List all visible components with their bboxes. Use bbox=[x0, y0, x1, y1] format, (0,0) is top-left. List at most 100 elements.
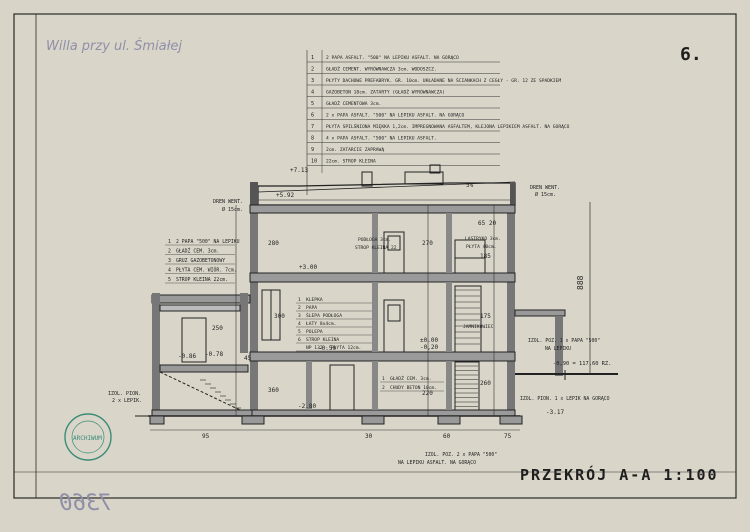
spec-number: 1 bbox=[311, 55, 314, 61]
vent-left-size: Ø 15cm. bbox=[222, 206, 243, 213]
stamp-text: ARCHIWUM bbox=[73, 435, 102, 442]
spec-number: 9 bbox=[311, 147, 314, 153]
inventory-number: 7360 bbox=[59, 491, 112, 516]
spec-text: GAZOBETON 18cm. ZATARTY (GŁADŹ WYRÓWNAWC… bbox=[326, 88, 445, 96]
dim-h250: 250 bbox=[212, 325, 223, 332]
archive-stamp: ARCHIWUM bbox=[64, 413, 112, 461]
dim-top-a: +7.13 bbox=[290, 167, 308, 174]
basement-spec-number: 1 bbox=[382, 376, 385, 382]
izol-right-a2: NA LEPIKU bbox=[545, 346, 571, 352]
dim-minus-050: -0.50 bbox=[318, 345, 336, 352]
podloga-label: PODŁOGA 3cm. bbox=[358, 237, 391, 243]
izol-left-2: 2 x LEPIK. bbox=[112, 398, 142, 404]
floor-spec-text: ŚLEPA PODŁOGA bbox=[306, 312, 342, 319]
dim-h185: 185 bbox=[480, 253, 491, 260]
spec-number: 10 bbox=[311, 159, 317, 165]
basement-spec-text: CHUDY BETON 10cm. bbox=[390, 385, 437, 391]
izol-bottom: IZOL. POZ. 2 x PAPA "500" bbox=[425, 452, 497, 458]
foundation-footings bbox=[149, 415, 523, 425]
spec-number: 2 bbox=[311, 67, 314, 73]
dim-h280: 280 bbox=[268, 240, 279, 247]
floor-spec-number: 3 bbox=[298, 313, 301, 319]
dim-zero-b: -0,20 bbox=[420, 344, 438, 351]
chimney-right bbox=[404, 171, 444, 185]
floor-spec-text: KLEPKA bbox=[306, 297, 323, 303]
floor-spec-text: POLEPA bbox=[306, 329, 323, 335]
staircase bbox=[200, 285, 482, 411]
left-spec-text: GRUZ GAZOBETONOWY bbox=[176, 258, 225, 264]
left-spec-text: PŁYTA CEM. WIÓR. 7cm. bbox=[176, 267, 237, 274]
door-basement bbox=[329, 364, 355, 411]
floor-spec-number: 2 bbox=[298, 305, 301, 311]
building-section bbox=[200, 204, 516, 417]
dim-h220: 220 bbox=[422, 390, 433, 397]
sheet-number: 6. bbox=[680, 44, 702, 65]
vent-right-size: Ø 15cm. bbox=[535, 191, 556, 198]
dim-h300: 300 bbox=[274, 313, 285, 320]
layer-spec-table: 1 2 PAPA ASFALT. "500" NA LEPIKU ASFALT. … bbox=[306, 50, 570, 173]
spec-number: 3 bbox=[311, 78, 314, 84]
dim-w75: 75 bbox=[504, 433, 512, 440]
izol-left: IZOL. PION. bbox=[108, 391, 141, 397]
left-spec-number: 3 bbox=[168, 258, 171, 264]
floor-spec-text: ŁATY 8x4cm. bbox=[305, 321, 336, 327]
spec-number: 6 bbox=[311, 113, 314, 119]
dim-h270: 270 bbox=[422, 240, 433, 247]
floor-spec-text: NP 132 - PŁYTA 12cm. bbox=[306, 345, 361, 351]
right-terrace bbox=[514, 309, 618, 380]
left-spec-number: 4 bbox=[168, 268, 171, 274]
dim-minus-078: -0.78 bbox=[205, 351, 223, 358]
left-spec-number: 5 bbox=[168, 277, 171, 283]
dim-zero: ±0.00 bbox=[420, 337, 438, 344]
spec-text: PŁYTA SPILŚNIONA MIĘKKA 1,2cm. IMPREGNOW… bbox=[326, 123, 570, 130]
spec-number: 4 bbox=[311, 90, 314, 96]
dim-h175: 175 bbox=[480, 313, 491, 320]
dim-h45: 45 bbox=[244, 355, 252, 362]
strop-kleina-label: STROP KLEINA 22 bbox=[355, 245, 397, 251]
dim-w95: 95 bbox=[202, 433, 210, 440]
floor-spec-number: 6 bbox=[298, 337, 301, 343]
left-spec-number: 2 bbox=[168, 249, 171, 255]
jamnik-label: JAMNIKOWIEC bbox=[463, 324, 494, 330]
floor-spec-text: STROP KLEINA bbox=[306, 337, 339, 343]
spec-number: 5 bbox=[311, 101, 314, 107]
dim-minus-086: -0.86 bbox=[178, 353, 196, 360]
left-spec-text: STROP KLEINA 22cm. bbox=[176, 277, 228, 283]
spec-text: 2 x PAPA ASFALT. "500" NA LEPIKU ASFALT.… bbox=[326, 113, 465, 119]
spec-text: GŁADŹ CEMENTOWA 3cm. bbox=[326, 99, 381, 107]
door-middle bbox=[383, 299, 405, 353]
spec-text: GŁADŹ CEMENT. WYRÓWNAWCZA 3cm. WODOSZCZ. bbox=[326, 65, 437, 73]
izol-right-b: IZOL. PION. 1 x LEPIK NA GORĄCO bbox=[520, 396, 610, 402]
floor-spec-number: 1 bbox=[298, 297, 301, 303]
dim-minus-280: -2.80 bbox=[298, 403, 316, 410]
floor-spec-text: PAPA bbox=[306, 305, 317, 311]
vent-left-label: DREN WENT. bbox=[213, 199, 243, 205]
door-upper bbox=[383, 231, 405, 274]
floor-spec-number: 5 bbox=[298, 329, 301, 335]
dim-top-b: +5.92 bbox=[276, 192, 294, 199]
lastryko-label: LASTRYKO 3cm. bbox=[465, 236, 501, 242]
left-spec-number: 1 bbox=[168, 239, 171, 245]
basement-spec-number: 2 bbox=[382, 385, 385, 391]
ground-level: -0,90 = 117,60 RZ. bbox=[553, 361, 611, 367]
spec-text: 2 PAPA ASFALT. "500" NA LEPIKU ASFALT. N… bbox=[326, 55, 459, 61]
left-spec-text: GŁADŹ CEM. 3cm. bbox=[176, 247, 219, 255]
handwritten-title: Willa przy ul. Śmiałej bbox=[46, 38, 182, 54]
spec-text: PŁYTY DACHOWE PREFABRYK. GR. 10cm. UKŁAD… bbox=[326, 77, 561, 84]
left-spec-text: 2 PAPA "500" NA LEPIKU bbox=[176, 239, 240, 245]
dim-h260: 260 bbox=[480, 380, 491, 387]
dim-h360: 360 bbox=[268, 387, 279, 394]
dim-w30: 30 bbox=[365, 433, 373, 440]
dim-h6520: 65 20 bbox=[478, 220, 496, 227]
spec-text: 22cm. STROP KLEINA bbox=[326, 159, 376, 165]
dim-slope: 5% bbox=[466, 182, 474, 189]
chimney-left bbox=[361, 171, 373, 187]
section-title: PRZEKRÓJ A-A 1:100 bbox=[520, 465, 719, 484]
spec-number: 8 bbox=[311, 136, 314, 142]
vent-right-label: DREN WENT. bbox=[530, 185, 560, 191]
dim-minus-317: -3.17 bbox=[546, 409, 564, 416]
plyta-label: PŁYTA 40cm. bbox=[466, 244, 496, 250]
izol-bottom-2: NA LEPIKU ASFALT. NA GORĄCO bbox=[398, 460, 476, 466]
spec-text: 2cm. ZATARCIE ZAPRAWĄ bbox=[326, 147, 384, 153]
